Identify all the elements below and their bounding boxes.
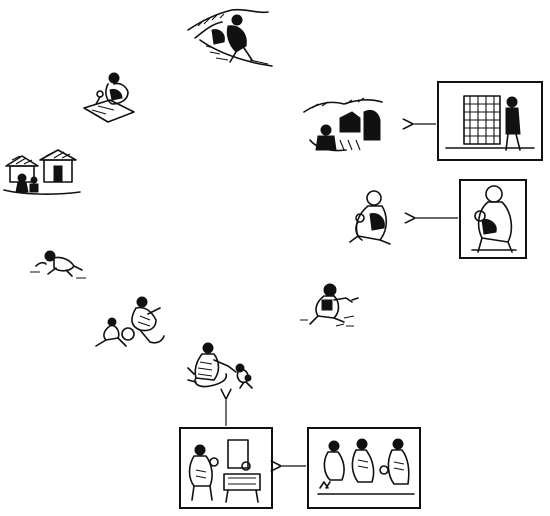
mother-and-infant-scene [83, 72, 135, 123]
clinic-panel [179, 427, 273, 509]
village-landscape-scene [303, 97, 383, 152]
woodpile-icon [445, 95, 535, 151]
village-huts-scene [3, 149, 81, 195]
group-meeting-icon [317, 438, 415, 495]
group-meeting-panel [307, 427, 421, 509]
woman-with-children-scene [187, 342, 253, 389]
child-playing-scene [300, 283, 359, 327]
breastfeeding-mother-scene [349, 190, 391, 245]
hillside-farmer-scene [187, 8, 273, 67]
crawling-baby-scene [30, 250, 86, 279]
clinic-icon [188, 439, 261, 503]
breastfeeding-panel [459, 179, 527, 259]
breastfeeding-panel-icon [471, 185, 517, 253]
arrows [226, 124, 458, 466]
woodpile-panel [437, 81, 543, 161]
mother-with-toddler-scene [95, 296, 165, 347]
